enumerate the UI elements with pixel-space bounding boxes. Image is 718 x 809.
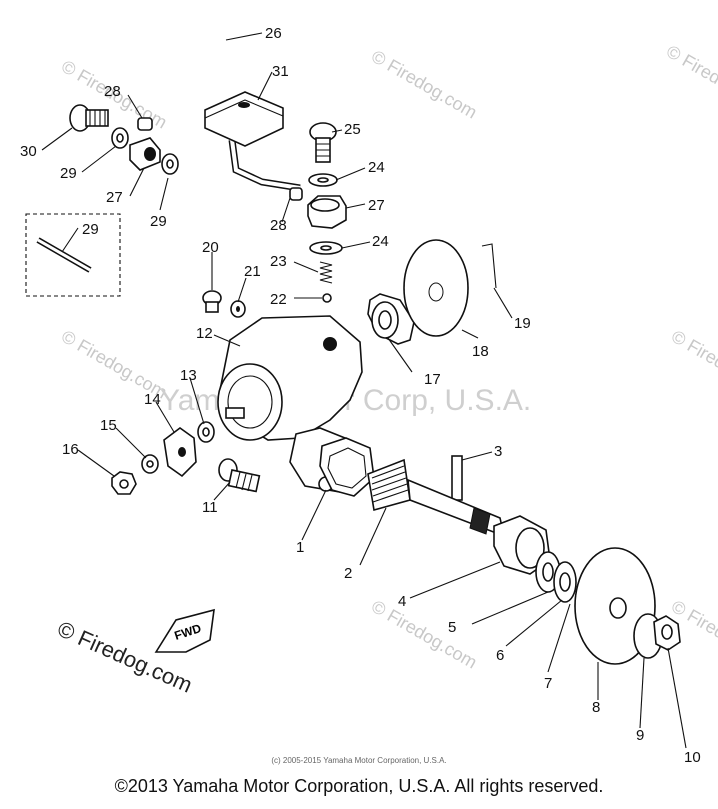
- part-18-gear: [403, 239, 469, 337]
- part-28-clip-right: [289, 187, 303, 201]
- part-11-bolt: [218, 458, 261, 493]
- callout-18: 18: [472, 343, 489, 360]
- callout-13: 13: [180, 367, 197, 384]
- part-24-washer-bottom: [309, 241, 343, 255]
- callout-22: 22: [270, 291, 287, 308]
- callout-numbers: 26 31 28 30 29 27 29 29 25 24 27 28 24 2…: [20, 25, 701, 766]
- callout-8: 8: [592, 699, 600, 716]
- fwd-arrow: FWD: [154, 608, 215, 653]
- copyright-footer: ©2013 Yamaha Motor Corporation, U.S.A. A…: [114, 776, 604, 796]
- callout-25: 25: [344, 121, 361, 138]
- part-29-washer-right: [161, 153, 179, 175]
- part-15-washer: [141, 454, 159, 474]
- callout-28: 28: [104, 83, 121, 100]
- part-17-bearing: [367, 293, 415, 345]
- part-10-nut: [653, 615, 681, 651]
- part-6-bearing: [553, 561, 577, 603]
- callout-27: 27: [368, 197, 385, 214]
- leader-lines: [41, 32, 687, 749]
- part-31-grommet: [204, 91, 284, 147]
- inset-box: [25, 213, 121, 297]
- callout-2: 2: [344, 565, 352, 582]
- callout-29: 29: [82, 221, 99, 238]
- callout-17: 17: [424, 371, 441, 388]
- watermark-site: © Firedog.com: [368, 46, 480, 122]
- callout-9: 9: [636, 727, 644, 744]
- part-16-nut: [111, 471, 137, 495]
- callout-23: 23: [270, 253, 287, 270]
- callout-28: 28: [270, 217, 287, 234]
- callout-1: 1: [296, 539, 304, 556]
- callout-24: 24: [368, 159, 385, 176]
- part-19-pin: [481, 243, 497, 289]
- callout-3: 3: [494, 443, 502, 460]
- callout-30: 30: [20, 143, 37, 160]
- part-13-oring: [197, 421, 215, 443]
- part-28-clip-left: [137, 117, 153, 131]
- part-29-washer-left: [111, 127, 129, 149]
- part-21-washer: [230, 300, 246, 318]
- part-1-gasket: [319, 437, 375, 497]
- watermark-site: © Firedog.com: [663, 41, 718, 117]
- part-20-screw: [202, 290, 222, 313]
- callout-29: 29: [60, 165, 77, 182]
- callout-6: 6: [496, 647, 504, 664]
- part-30-bolt: [69, 104, 109, 132]
- callout-31: 31: [272, 63, 289, 80]
- callout-7: 7: [544, 675, 552, 692]
- callout-15: 15: [100, 417, 117, 434]
- part-3-pin: [451, 455, 463, 501]
- callout-12: 12: [196, 325, 213, 342]
- callout-4: 4: [398, 593, 406, 610]
- callout-14: 14: [144, 391, 161, 408]
- part-27-banjo-right: [307, 195, 347, 229]
- callout-27: 27: [106, 189, 123, 206]
- part-14-pulley: [163, 427, 197, 478]
- callout-21: 21: [244, 263, 261, 280]
- part-25-bolt: [309, 122, 337, 163]
- callout-24: 24: [372, 233, 389, 250]
- part-4-collar: [493, 515, 551, 575]
- image-caption: (c) 2005-2015 Yamaha Motor Corporation, …: [271, 756, 447, 765]
- callout-29: 29: [150, 213, 167, 230]
- callout-5: 5: [448, 619, 456, 636]
- callout-16: 16: [62, 441, 79, 458]
- watermark-site: © Firedog.com: [368, 596, 480, 672]
- part-24-washer-top: [308, 173, 338, 187]
- callout-20: 20: [202, 239, 219, 256]
- callout-10: 10: [684, 749, 701, 766]
- part-26-pipe: [138, 40, 301, 192]
- callout-26: 26: [265, 25, 282, 42]
- watermark-site: © Firedog.com: [668, 326, 718, 402]
- part-27-banjo-left: [129, 137, 161, 171]
- callout-11: 11: [202, 499, 218, 516]
- part-22-ball: [322, 293, 332, 303]
- part-2-worm-shaft: [367, 458, 506, 538]
- part-23-spring: [319, 261, 333, 284]
- callout-19: 19: [514, 315, 531, 332]
